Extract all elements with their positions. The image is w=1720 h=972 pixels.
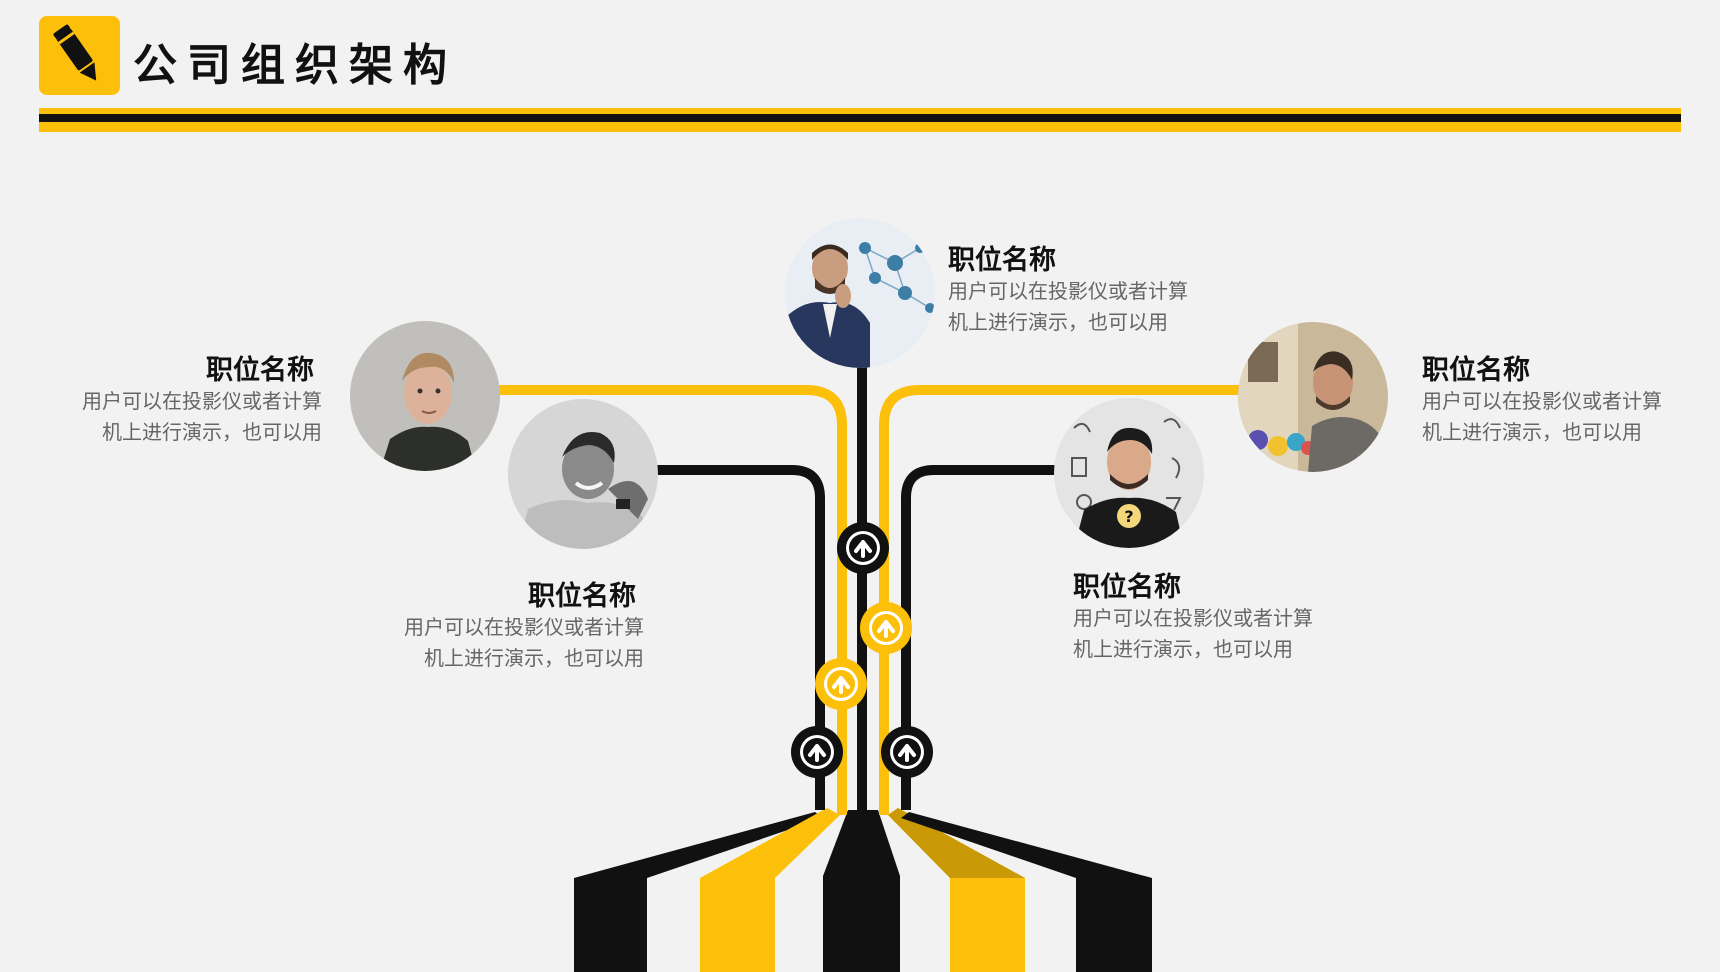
branch-line-left-inner bbox=[652, 465, 825, 810]
young-man-portrait-photo bbox=[350, 321, 500, 471]
position-title: 职位名称 bbox=[206, 355, 314, 386]
arrow-up-circle-icon bbox=[815, 658, 867, 710]
position-description: 用户可以在投影仪或者计算 机上进行演示，也可以用 bbox=[404, 615, 644, 670]
base-stripe-yellow-left bbox=[700, 808, 840, 972]
arrow-up-circle-icon bbox=[860, 602, 912, 654]
branch-line-right-outer bbox=[879, 385, 1240, 815]
man-with-lightbulb-photo: ? bbox=[1054, 398, 1204, 548]
position-description: 用户可以在投影仪或者计算 机上进行演示，也可以用 bbox=[1422, 389, 1662, 444]
pencil-icon bbox=[53, 24, 97, 81]
arrow-up-circle-icon bbox=[791, 726, 843, 778]
position-title: 职位名称 bbox=[948, 245, 1056, 276]
position-card-left-outer: 职位名称 用户可以在投影仪或者计算 机上进行演示，也可以用 bbox=[52, 354, 322, 448]
base-stripe-yellow-right-shade bbox=[888, 808, 1025, 878]
base-stripe-black-left bbox=[574, 812, 823, 972]
arrow-up-circle-icon bbox=[881, 726, 933, 778]
position-title: 职位名称 bbox=[1073, 572, 1181, 603]
position-description: 用户可以在投影仪或者计算 机上进行演示，也可以用 bbox=[948, 279, 1188, 334]
arrow-up-circle-icon bbox=[837, 522, 889, 574]
base-stripe-black-right bbox=[901, 812, 1152, 972]
position-title: 职位名称 bbox=[528, 581, 636, 612]
man-thinking-network-photo bbox=[785, 218, 935, 368]
header-rule-yellow-bottom bbox=[39, 122, 1681, 132]
page-title: 公司组织架构 bbox=[133, 40, 457, 91]
header-rule-yellow-top bbox=[39, 108, 1681, 114]
logo-badge bbox=[39, 16, 120, 95]
position-card-left-inner: 职位名称 用户可以在投影仪或者计算 机上进行演示，也可以用 bbox=[374, 580, 644, 674]
position-description: 用户可以在投影仪或者计算 机上进行演示，也可以用 bbox=[1073, 606, 1313, 661]
smiling-man-portrait-photo bbox=[508, 399, 658, 549]
man-at-desk-photo bbox=[1238, 322, 1388, 472]
position-card-top: 职位名称 用户可以在投影仪或者计算 机上进行演示，也可以用 bbox=[948, 244, 1218, 338]
position-description: 用户可以在投影仪或者计算 机上进行演示，也可以用 bbox=[82, 389, 322, 444]
base-stripe-black-center bbox=[823, 810, 900, 972]
branch-line-right-inner bbox=[901, 465, 1060, 810]
position-title: 职位名称 bbox=[1422, 355, 1530, 386]
position-card-right-inner: 职位名称 用户可以在投影仪或者计算 机上进行演示，也可以用 bbox=[1073, 571, 1343, 665]
branch-line-left-outer bbox=[497, 385, 847, 815]
position-card-right-outer: 职位名称 用户可以在投影仪或者计算 机上进行演示，也可以用 bbox=[1422, 354, 1692, 448]
svg-text:?: ? bbox=[1124, 507, 1133, 526]
header-rule-black bbox=[39, 114, 1681, 122]
